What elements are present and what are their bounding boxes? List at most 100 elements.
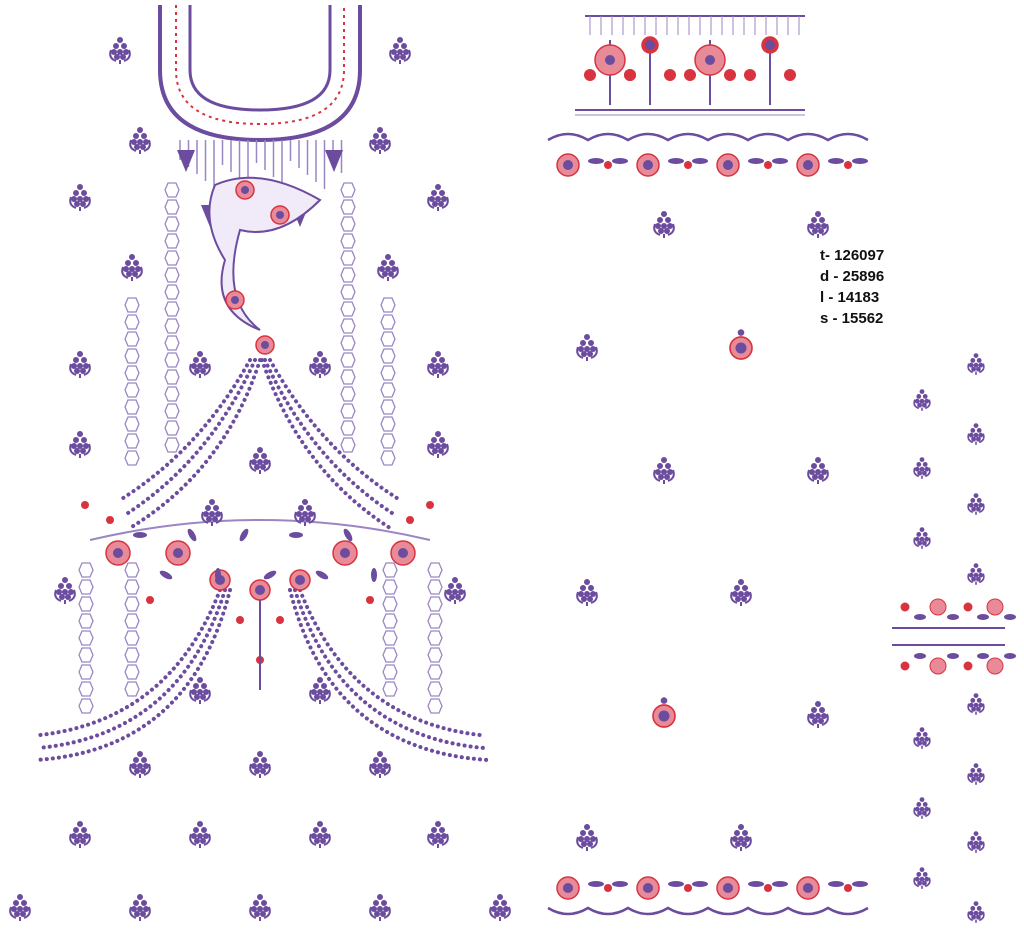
bud: [146, 596, 154, 604]
leaf: [947, 614, 959, 620]
bud: [604, 161, 612, 169]
butti-motif: [967, 493, 985, 515]
flower: [929, 657, 947, 675]
butti-motif: [69, 184, 91, 211]
leaf: [1004, 653, 1016, 659]
drop-ornament: [177, 150, 195, 172]
hexagon: [78, 681, 94, 697]
bud: [684, 884, 692, 892]
hexagon: [380, 314, 396, 330]
flower: [929, 598, 947, 616]
hexagon: [78, 579, 94, 595]
hexagon: [427, 596, 443, 612]
hexagon: [382, 562, 398, 578]
neckline-outer: [158, 5, 362, 143]
hexagon: [124, 630, 140, 646]
hexagon: [427, 579, 443, 595]
hexagon: [124, 664, 140, 680]
bud: [604, 884, 612, 892]
butti-motif: [309, 677, 331, 704]
butti-motif: [730, 824, 752, 851]
hexagon: [164, 250, 180, 266]
hexagon: [124, 416, 140, 432]
bud: [276, 616, 284, 624]
hexagon: [427, 647, 443, 663]
hexagon: [382, 596, 398, 612]
hexagon: [124, 596, 140, 612]
hexagon: [164, 233, 180, 249]
leaf: [914, 614, 926, 620]
butti-motif: [69, 351, 91, 378]
hexagon: [124, 450, 140, 466]
butti-motif: [913, 867, 931, 889]
butti-motif: [69, 821, 91, 848]
leaf: [977, 614, 989, 620]
hexagon: [380, 297, 396, 313]
leaf: [612, 158, 628, 164]
butti-motif: [576, 334, 598, 361]
hexagon: [382, 664, 398, 680]
leaf: [668, 881, 684, 887]
butti-motif: [249, 894, 271, 921]
hexagon: [380, 416, 396, 432]
hexagon: [340, 352, 356, 368]
hexagon: [124, 579, 140, 595]
butti-motif: [729, 329, 753, 360]
flower: [900, 602, 910, 612]
flower: [986, 657, 1004, 675]
bead-chain: [38, 588, 222, 737]
hexagon: [78, 664, 94, 680]
butti-motif: [369, 127, 391, 154]
butti-motif: [129, 127, 151, 154]
butti-motif: [69, 431, 91, 458]
hexagon: [124, 314, 140, 330]
hexagon: [164, 182, 180, 198]
bud: [106, 516, 114, 524]
leaf: [588, 158, 604, 164]
hexagon: [164, 318, 180, 334]
leaf: [315, 570, 329, 580]
bud: [426, 501, 434, 509]
flower: [724, 69, 736, 81]
leaf: [852, 881, 868, 887]
butti-motif: [309, 821, 331, 848]
butti-motif: [309, 351, 331, 378]
bud: [844, 161, 852, 169]
leaf: [187, 528, 197, 542]
hexagon: [380, 365, 396, 381]
hexagon: [124, 348, 140, 364]
hexagon: [164, 352, 180, 368]
butti-motif: [427, 431, 449, 458]
butti-motif: [294, 499, 316, 526]
leaf: [828, 881, 844, 887]
bud: [366, 596, 374, 604]
leaf: [239, 528, 249, 542]
butti-motif: [54, 577, 76, 604]
flower: [624, 69, 636, 81]
hexagon: [340, 420, 356, 436]
hexagon: [164, 369, 180, 385]
hexagon: [78, 613, 94, 629]
hexagon: [124, 399, 140, 415]
hexagon: [78, 562, 94, 578]
hexagon: [382, 647, 398, 663]
butti-motif: [444, 577, 466, 604]
butti-motif: [807, 701, 829, 728]
leaf: [343, 528, 353, 542]
hexagon: [164, 301, 180, 317]
butti-motif: [189, 677, 211, 704]
butti-motif: [576, 824, 598, 851]
bead-chain: [34, 588, 232, 762]
bead-chain: [36, 588, 227, 750]
hexagon: [380, 331, 396, 347]
neckline-middle: [175, 5, 345, 126]
hexagon: [340, 386, 356, 402]
flower: [684, 69, 696, 81]
leaf: [852, 158, 868, 164]
flower: [963, 602, 973, 612]
hexagon: [380, 450, 396, 466]
hexagon: [380, 433, 396, 449]
hexagon: [164, 420, 180, 436]
bead-chain: [128, 358, 262, 530]
hexagon: [78, 596, 94, 612]
